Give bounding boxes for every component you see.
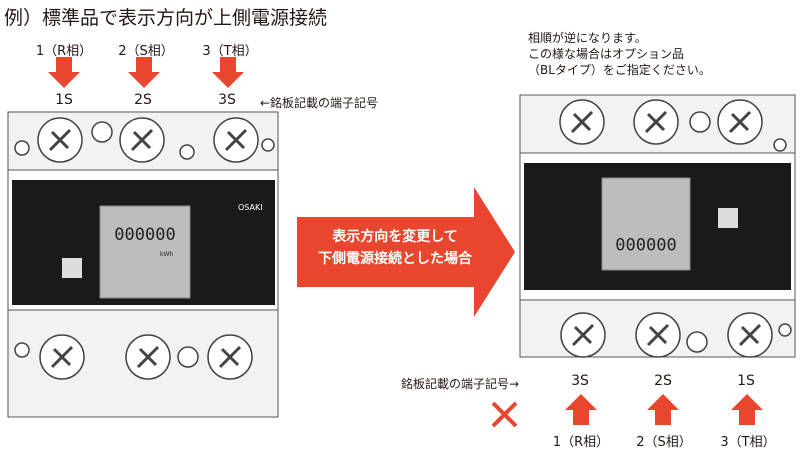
down-arrow-icon xyxy=(212,57,244,88)
terminal-2s: 2S xyxy=(134,92,152,108)
terminal-note-left: ←銘板記載の端子記号 xyxy=(260,96,379,110)
down-arrow-icon xyxy=(128,57,160,88)
meter-reversed: 000000 xyxy=(519,94,796,358)
meter-unit: kWh xyxy=(160,251,173,258)
note-line: この様な場合はオプション品 xyxy=(528,47,685,61)
up-arrow-icon xyxy=(731,394,763,425)
center-arrow-line1: 表示方向を変更して xyxy=(332,229,458,245)
terminal-1s: 1S xyxy=(55,92,73,108)
meter-reading-reversed: 000000 xyxy=(615,233,676,253)
center-arrow-line2: 下側電源接続とした場合 xyxy=(318,251,472,267)
center-arrow-text: 表示方向を変更して 下側電源接続とした場合 xyxy=(300,226,490,270)
terminal-2s-right: 2S xyxy=(654,373,672,389)
terminal-3s: 3S xyxy=(218,92,236,108)
terminal-3s-right: 3S xyxy=(571,373,589,389)
phase-label-s: 2（S相） xyxy=(118,44,174,59)
page-title: 例）標準品で表示方向が上側電源接続 xyxy=(4,7,328,29)
phase-label-r: 1（R相） xyxy=(35,44,93,59)
up-arrow-icon xyxy=(647,394,679,425)
cross-mark-icon xyxy=(491,401,518,428)
up-arrows xyxy=(565,394,763,425)
note-line: （BLタイプ）をご指定ください。 xyxy=(528,63,711,77)
phase-reverse-note: 相順が逆になります。 この様な場合はオプション品 （BLタイプ）をご指定ください… xyxy=(528,30,711,78)
terminal-note-right: 銘板記載の端子記号→ xyxy=(401,377,520,391)
down-arrows xyxy=(48,57,244,88)
meter-standard: 000000 kWh OSAKI xyxy=(7,111,279,418)
meter-reading: 000000 xyxy=(114,225,175,245)
phase-label-t-right: 3（T相） xyxy=(720,435,776,449)
big-right-arrow xyxy=(297,187,515,317)
terminal-1s-right: 1S xyxy=(737,373,755,389)
phase-label-t: 3（T相） xyxy=(202,44,258,59)
phase-label-r-right: 1（R相） xyxy=(552,435,610,449)
phase-label-s-right: 2（S相） xyxy=(636,435,692,449)
up-arrow-icon xyxy=(565,394,597,425)
down-arrow-icon xyxy=(48,57,80,88)
note-line: 相順が逆になります。 xyxy=(528,31,647,45)
meter-brand: OSAKI xyxy=(238,203,263,212)
